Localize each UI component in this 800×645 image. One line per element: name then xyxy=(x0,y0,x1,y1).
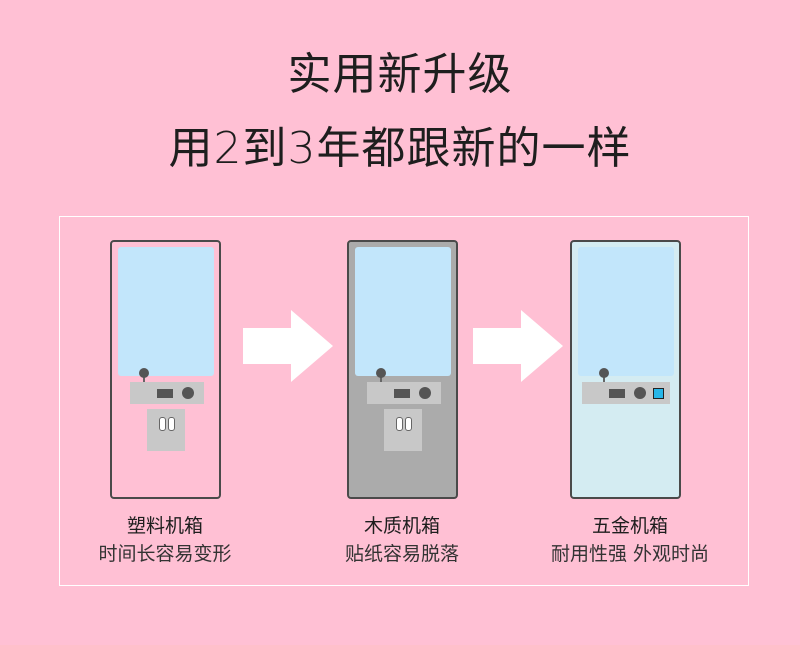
machine-screen xyxy=(355,247,451,376)
control-panel xyxy=(130,382,204,404)
machine-screen xyxy=(118,247,214,376)
coin-slot-icon xyxy=(168,417,175,431)
coin-slot-icon xyxy=(396,417,403,431)
knob-icon xyxy=(419,387,431,399)
coin-door xyxy=(384,409,422,451)
item-description: 时间长容易变形 xyxy=(98,543,232,565)
wood-cabinet-label: 木质机箱 贴纸容易脱落 xyxy=(292,512,512,568)
headline-line-1: 实用新升级 xyxy=(287,49,513,100)
joystick-icon xyxy=(599,368,609,378)
slot-icon xyxy=(609,389,625,398)
knob-icon xyxy=(634,387,646,399)
blue-button-icon xyxy=(653,388,664,399)
arrow-right-icon xyxy=(473,310,563,382)
wood-cabinet-illustration xyxy=(347,240,458,499)
item-description: 贴纸容易脱落 xyxy=(344,543,459,565)
plastic-cabinet-label: 塑料机箱 时间长容易变形 xyxy=(55,512,275,568)
machine-screen xyxy=(578,247,674,376)
joystick-icon xyxy=(139,368,149,378)
item-name: 五金机箱 xyxy=(591,515,668,537)
joystick-icon xyxy=(376,368,386,378)
knob-icon xyxy=(182,387,194,399)
coin-slot-icon xyxy=(159,417,166,431)
metal-cabinet-illustration xyxy=(570,240,681,499)
coin-door xyxy=(147,409,185,451)
arrow-right-icon xyxy=(243,310,333,382)
control-panel xyxy=(367,382,441,404)
coin-slot-icon xyxy=(405,417,412,431)
item-description: 耐用性强 外观时尚 xyxy=(550,543,710,565)
comparison-panel xyxy=(59,216,749,586)
slot-icon xyxy=(394,389,410,398)
control-panel xyxy=(582,382,670,404)
headline-line-2: 用2到3年都跟新的一样 xyxy=(168,123,632,174)
item-name: 木质机箱 xyxy=(363,515,440,537)
slot-icon xyxy=(157,389,173,398)
plastic-cabinet-illustration xyxy=(110,240,221,499)
item-name: 塑料机箱 xyxy=(126,515,203,537)
metal-cabinet-label: 五金机箱 耐用性强 外观时尚 xyxy=(520,512,740,568)
